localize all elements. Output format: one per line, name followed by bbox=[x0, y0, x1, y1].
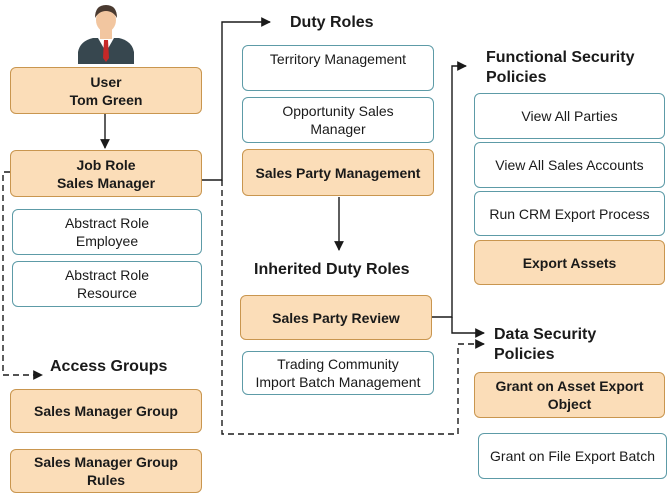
data-security-heading: Data Security Policies bbox=[494, 325, 596, 365]
duty-roles-heading: Duty Roles bbox=[290, 14, 374, 31]
data-policy-name: Grant on File Export Batch bbox=[490, 448, 655, 464]
access-groups-heading: Access Groups bbox=[50, 358, 168, 375]
job-role-name: Sales Manager bbox=[56, 174, 156, 191]
abstract-role-resource: Abstract Role Resource bbox=[12, 261, 202, 307]
inherited-role-name-line2: Import Batch Management bbox=[255, 374, 421, 390]
job-role-to-access-groups-arrow bbox=[2, 171, 43, 380]
abstract-role-name: Employee bbox=[75, 233, 139, 249]
abstract-role-label: Abstract Role bbox=[64, 215, 150, 231]
inherited-sales-party-review: Sales Party Review bbox=[240, 295, 432, 340]
access-group-name-line2: Rules bbox=[86, 472, 126, 488]
policy-view-all-parties: View All Parties bbox=[474, 93, 665, 139]
functional-security-heading-line2: Policies bbox=[486, 69, 547, 86]
review-to-data-security-arrow bbox=[451, 317, 485, 338]
abstract-role-name: Resource bbox=[77, 285, 137, 301]
data-policy-asset-export: Grant on Asset Export Object bbox=[474, 372, 665, 418]
duty-role-opportunity: Opportunity Sales Manager bbox=[242, 97, 434, 143]
job-role-box: Job Role Sales Manager bbox=[10, 150, 202, 197]
user-label: User bbox=[90, 73, 122, 90]
functional-security-heading: Functional Security Policies bbox=[486, 48, 634, 88]
user-name: Tom Green bbox=[69, 91, 143, 108]
functional-security-heading-line1: Functional Security bbox=[486, 49, 635, 66]
duty-role-name: Sales Party Management bbox=[255, 164, 421, 181]
policy-view-all-sales-accounts: View All Sales Accounts bbox=[474, 142, 665, 188]
data-policy-file-export-batch: Grant on File Export Batch bbox=[478, 433, 667, 479]
review-to-functional-arrow bbox=[432, 61, 467, 318]
policy-export-assets: Export Assets bbox=[474, 240, 665, 285]
data-security-heading-line1: Data Security bbox=[494, 326, 597, 343]
access-group-name: Sales Manager Group bbox=[34, 403, 178, 419]
person-icon bbox=[78, 5, 134, 64]
duty-role-sales-party-management: Sales Party Management bbox=[242, 149, 434, 196]
access-group-rules-box: Sales Manager Group Rules bbox=[10, 449, 202, 493]
job-role-label: Job Role bbox=[76, 156, 136, 173]
duty-roles-dashed-bracket bbox=[221, 180, 485, 435]
policy-name: View All Sales Accounts bbox=[495, 157, 644, 173]
duty-role-territory: Territory Management bbox=[242, 45, 434, 91]
duty-role-name: Territory Management bbox=[269, 51, 407, 67]
policy-run-crm-export: Run CRM Export Process bbox=[474, 191, 665, 236]
job-role-to-duty-roles-arrow bbox=[202, 17, 271, 181]
policy-name: Export Assets bbox=[522, 254, 617, 271]
data-policy-name-line2: Object bbox=[547, 396, 592, 412]
policy-name: Run CRM Export Process bbox=[489, 205, 650, 222]
data-policy-name: Grant on Asset Export bbox=[495, 378, 644, 394]
policy-name: View All Parties bbox=[521, 108, 618, 124]
user-box: User Tom Green bbox=[10, 67, 202, 114]
inherited-role-name: Sales Party Review bbox=[272, 309, 400, 326]
inherited-trading-community: Trading Community Import Batch Managemen… bbox=[242, 351, 434, 395]
abstract-role-label: Abstract Role bbox=[64, 267, 150, 283]
access-group-name: Sales Manager Group bbox=[34, 454, 178, 470]
data-security-heading-line2: Policies bbox=[494, 346, 555, 363]
duty-role-name-line2: Manager bbox=[310, 121, 366, 137]
abstract-role-employee: Abstract Role Employee bbox=[12, 209, 202, 255]
access-group-box: Sales Manager Group bbox=[10, 389, 202, 433]
inherited-duty-roles-heading: Inherited Duty Roles bbox=[254, 261, 410, 278]
inherited-role-name: Trading Community bbox=[277, 356, 399, 372]
duty-role-name: Opportunity Sales bbox=[282, 103, 394, 119]
